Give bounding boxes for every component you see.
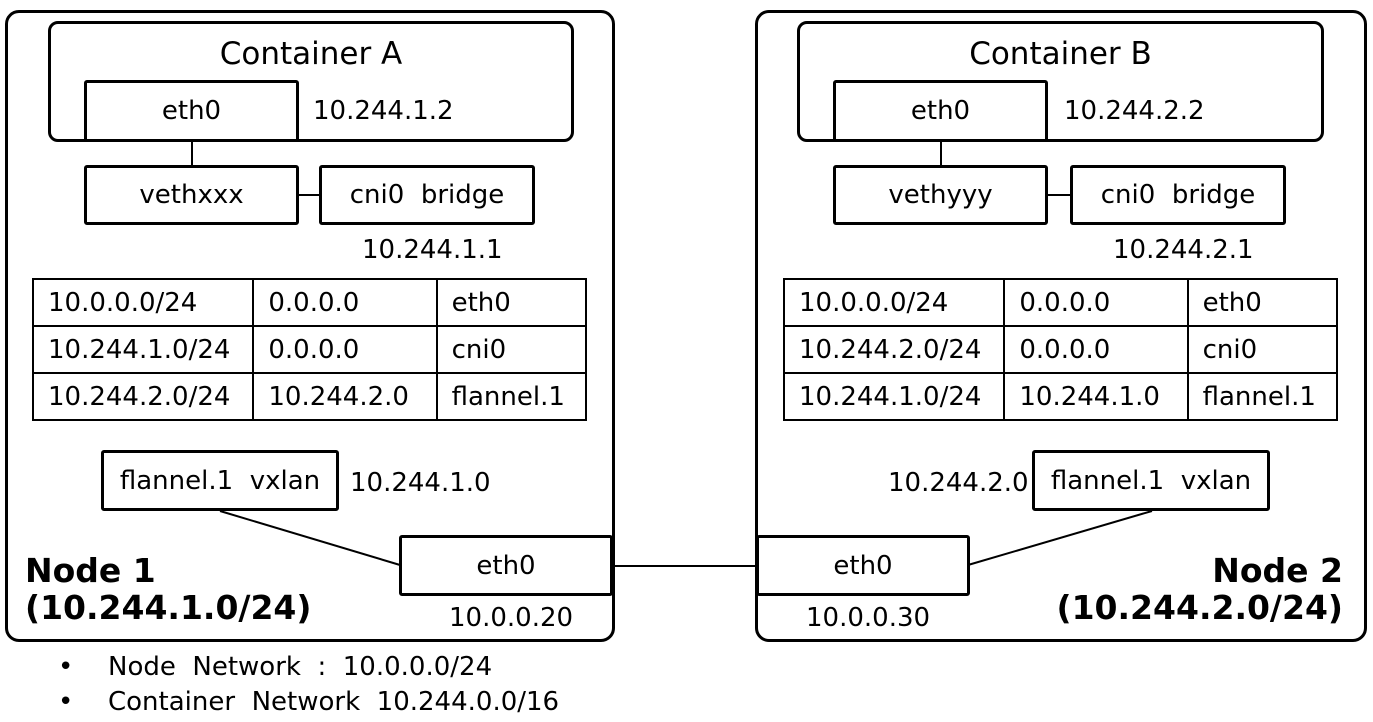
- note-text: Container Network 10.244.0.0/16: [108, 687, 560, 717]
- table-row: 10.0.0.0/24 0.0.0.0 eth0: [782, 278, 1339, 327]
- table-row: 10.244.1.0/24 10.244.1.0 flannel.1: [782, 372, 1339, 421]
- host-ip-node1: 10.0.0.20: [449, 603, 574, 633]
- container-b-ip: 10.244.2.2: [1064, 96, 1205, 126]
- bullet-icon: •: [58, 652, 74, 682]
- flannel-to-eth0-link-node1: [219, 510, 401, 566]
- cni0-bridge-ip-node1: 10.244.1.1: [362, 235, 503, 265]
- list-item: • Container Network 10.244.0.0/16: [58, 685, 559, 720]
- route-gateway: 0.0.0.0: [252, 325, 438, 374]
- flannel-vxlan-node2: flannel.1 vxlan: [1032, 450, 1270, 511]
- route-destination: 10.244.2.0/24: [31, 372, 255, 421]
- container-a-eth0: eth0: [84, 80, 299, 142]
- flannel-vxlan-node1: flannel.1 vxlan: [101, 450, 339, 511]
- route-destination: 10.0.0.0/24: [31, 278, 255, 327]
- node-2-title: Node 2: [1212, 551, 1343, 590]
- container-a-ip: 10.244.1.2: [313, 96, 454, 126]
- host-eth0-node2: eth0: [756, 535, 970, 596]
- note-text: Node Network : 10.0.0.0/24: [108, 652, 493, 682]
- route-destination: 10.244.2.0/24: [782, 325, 1006, 374]
- route-gateway: 0.0.0.0: [1003, 325, 1189, 374]
- node-1-label: Node 1 (10.244.1.0/24): [25, 551, 312, 627]
- cni0-bridge-ip-node2: 10.244.2.1: [1113, 235, 1254, 265]
- route-interface: eth0: [1186, 278, 1339, 327]
- host-eth0-node1: eth0: [399, 535, 613, 596]
- flannel-ip-node1: 10.244.1.0: [350, 468, 491, 498]
- table-row: 10.244.1.0/24 0.0.0.0 cni0: [31, 325, 588, 374]
- table-row: 10.0.0.0/24 0.0.0.0 eth0: [31, 278, 588, 327]
- network-notes: • Node Network : 10.0.0.0/24 • Container N…: [58, 650, 559, 720]
- flannel-ip-node2: 10.244.2.0: [888, 468, 1029, 498]
- route-table-node1: 10.0.0.0/24 0.0.0.0 eth0 10.244.1.0/24 0…: [31, 278, 588, 421]
- route-gateway: 0.0.0.0: [1003, 278, 1189, 327]
- container-b-eth0: eth0: [833, 80, 1048, 142]
- route-destination: 10.244.1.0/24: [782, 372, 1006, 421]
- route-interface: eth0: [435, 278, 588, 327]
- container-a-title: Container A: [219, 36, 403, 72]
- route-gateway: 10.244.2.0: [252, 372, 438, 421]
- node-2-label: Node 2 (10.244.2.0/24): [1056, 551, 1343, 627]
- veth-node1: vethxxx: [84, 165, 299, 225]
- route-interface: flannel.1: [1186, 372, 1339, 421]
- route-destination: 10.0.0.0/24: [782, 278, 1006, 327]
- table-row: 10.244.2.0/24 0.0.0.0 cni0: [782, 325, 1339, 374]
- flannel-to-eth0-link-node2: [967, 510, 1153, 566]
- cni0-bridge-node2: cni0 bridge: [1070, 165, 1286, 225]
- node-2-subnet: (10.244.2.0/24): [1056, 587, 1343, 627]
- route-interface: flannel.1: [435, 372, 588, 421]
- node-1-title: Node 1: [25, 551, 156, 590]
- route-interface: cni0: [435, 325, 588, 374]
- route-interface: cni0: [1186, 325, 1339, 374]
- table-row: 10.244.2.0/24 10.244.2.0 flannel.1: [31, 372, 588, 421]
- host-ip-node2: 10.0.0.30: [806, 603, 931, 633]
- route-destination: 10.244.1.0/24: [31, 325, 255, 374]
- bullet-icon: •: [58, 687, 74, 717]
- veth-node2: vethyyy: [833, 165, 1048, 225]
- cni0-bridge-node1: cni0 bridge: [319, 165, 535, 225]
- route-table-node2: 10.0.0.0/24 0.0.0.0 eth0 10.244.2.0/24 0…: [782, 278, 1339, 421]
- route-gateway: 0.0.0.0: [252, 278, 438, 327]
- node-1-subnet: (10.244.1.0/24): [25, 587, 312, 627]
- route-gateway: 10.244.1.0: [1003, 372, 1189, 421]
- container-b-title: Container B: [969, 36, 1152, 72]
- list-item: • Node Network : 10.0.0.0/24: [58, 650, 559, 685]
